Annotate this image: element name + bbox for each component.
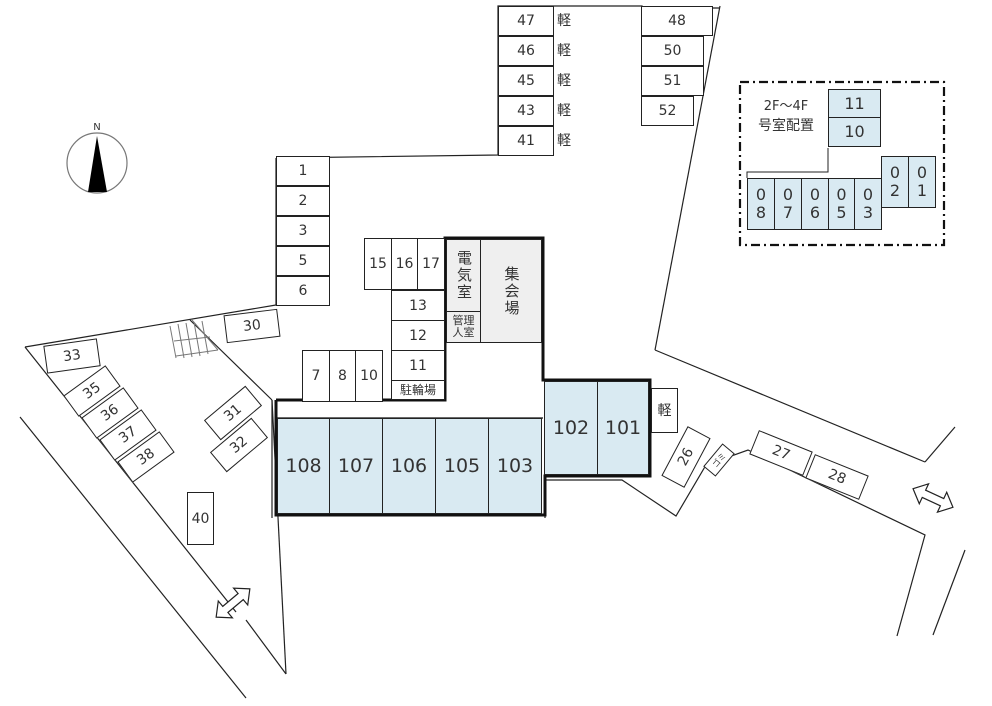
room-digit: 0	[836, 185, 847, 204]
parking-spot: 6	[276, 276, 330, 306]
room-digit: 8	[755, 203, 767, 222]
parking-spot: 8	[329, 350, 356, 402]
room-x06: 0 6	[801, 178, 829, 230]
kei-label: 軽	[557, 13, 571, 29]
compass-north-label: N	[93, 122, 101, 133]
parking-spot: 41	[498, 126, 554, 156]
parking-spot: 15	[364, 238, 392, 290]
unit-108: 108	[277, 418, 330, 514]
room-digit: 1	[916, 181, 928, 200]
room-digit: 2	[889, 181, 901, 200]
room-digit: 6	[809, 203, 821, 222]
kei-label: 軽	[557, 43, 571, 59]
parking-spot: 1	[276, 156, 330, 186]
kei-parking-spot: 軽	[651, 388, 678, 433]
room-x05: 0 5	[828, 178, 855, 230]
parking-spot: 3	[276, 216, 330, 246]
kei-label: 軽	[557, 133, 571, 149]
unit-107: 107	[329, 418, 383, 514]
parking-spot: 11	[391, 350, 445, 381]
room-digit: 0	[782, 185, 794, 204]
room-digit: 0	[916, 163, 928, 182]
parking-spot: 43	[498, 96, 554, 126]
parking-spot: 46	[498, 36, 554, 66]
parking-spot: 48	[641, 6, 713, 36]
kei-label: 軽	[557, 73, 571, 89]
room-x11: 11	[828, 89, 881, 118]
unit-102: 102	[544, 381, 598, 475]
room-x01: 0 1	[908, 156, 936, 208]
room-x08: 0 8	[747, 178, 775, 230]
manager-room: 管理人室	[446, 311, 481, 343]
room-digit: 0	[889, 163, 901, 182]
room-digit: 3	[862, 203, 874, 222]
parking-spot: 17	[417, 238, 445, 290]
entrance-arrow-icon	[912, 482, 954, 514]
unit-103: 103	[488, 418, 542, 514]
unit-101: 101	[597, 381, 649, 475]
unit-106: 106	[382, 418, 436, 514]
parking-spot: 40	[187, 492, 214, 545]
kei-label: 軽	[557, 103, 571, 119]
parking-spot: 16	[391, 238, 418, 290]
parking-spot: 52	[641, 96, 694, 126]
parking-spot: 45	[498, 66, 554, 96]
room-x03: 0 3	[854, 178, 882, 230]
room-x07: 0 7	[774, 178, 802, 230]
room-digit: 5	[836, 203, 847, 222]
parking-spot: 10	[355, 350, 383, 402]
room-x10: 10	[828, 117, 881, 147]
inset-title-floors: 2F～4F	[763, 98, 809, 114]
parking-spot: 47	[498, 6, 554, 36]
compass-icon	[66, 132, 128, 194]
room-x02: 0 2	[881, 156, 909, 208]
room-digit: 0	[862, 185, 874, 204]
parking-spot: 7	[302, 350, 330, 402]
room-digit: 0	[809, 185, 821, 204]
entrance-arrow-icon	[215, 587, 251, 619]
room-digit: 7	[782, 203, 794, 222]
room-digit: 0	[755, 185, 767, 204]
bicycle-parking: 駐輪場	[391, 380, 445, 400]
unit-105: 105	[435, 418, 489, 514]
parking-spot: 13	[391, 290, 445, 321]
parking-spot: 2	[276, 186, 330, 216]
inset-title-rooms: 号室配置	[758, 118, 814, 134]
electric-room: 電気室	[446, 239, 481, 312]
parking-spot: 12	[391, 320, 445, 351]
parking-spot: 51	[641, 66, 704, 96]
parking-spot: 50	[641, 36, 704, 66]
meeting-hall: 集会場	[480, 239, 542, 343]
parking-spot: 5	[276, 246, 330, 276]
